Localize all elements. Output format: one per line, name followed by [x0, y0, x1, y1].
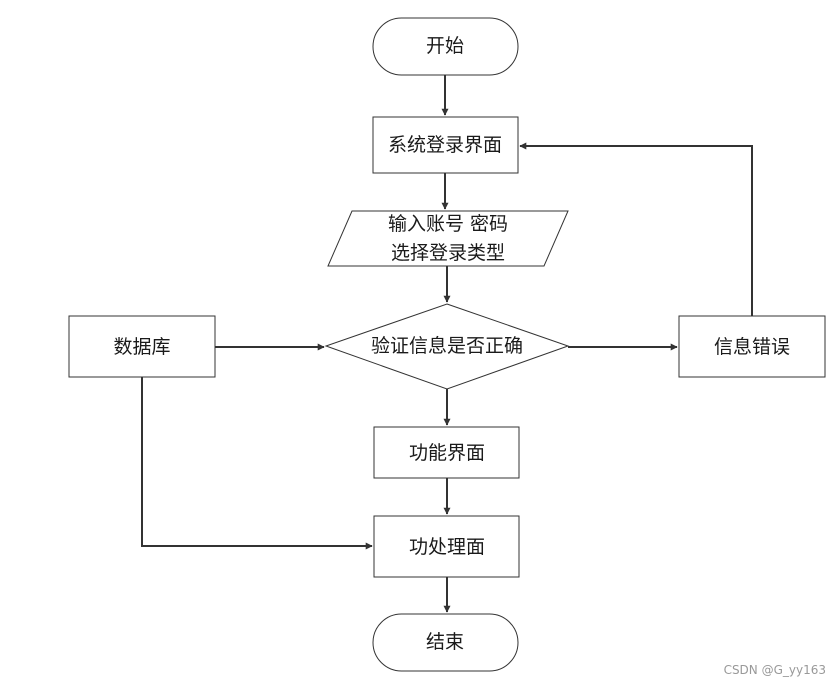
- start-node: 开始: [372, 17, 519, 76]
- database-label: 数据库: [113, 336, 170, 358]
- end-label: 结束: [426, 631, 464, 653]
- arrow-database-to-process: [141, 377, 373, 550]
- verify-label: 验证信息是否正确: [371, 335, 523, 357]
- login-ui-label: 系统登录界面: [388, 134, 502, 156]
- input-label-line2: 选择登录类型: [391, 242, 505, 264]
- info-error-node: 信息错误: [678, 315, 826, 378]
- login-ui-node: 系统登录界面: [372, 116, 519, 174]
- function-process-node: 功处理面: [373, 515, 520, 578]
- end-node: 结束: [372, 613, 519, 672]
- start-label: 开始: [426, 35, 464, 57]
- function-process-label: 功处理面: [409, 536, 485, 558]
- database-node: 数据库: [68, 315, 216, 378]
- function-ui-label: 功能界面: [409, 442, 485, 464]
- input-label-line1: 输入账号 密码: [388, 213, 508, 235]
- info-error-label: 信息错误: [714, 336, 790, 358]
- verify-decision-node: 验证信息是否正确: [324, 303, 570, 390]
- input-node: 输入账号 密码 选择登录类型: [327, 210, 569, 267]
- function-ui-node: 功能界面: [373, 426, 520, 479]
- arrow-error-to-login: [519, 142, 753, 316]
- watermark-text: CSDN @G_yy163: [724, 663, 826, 677]
